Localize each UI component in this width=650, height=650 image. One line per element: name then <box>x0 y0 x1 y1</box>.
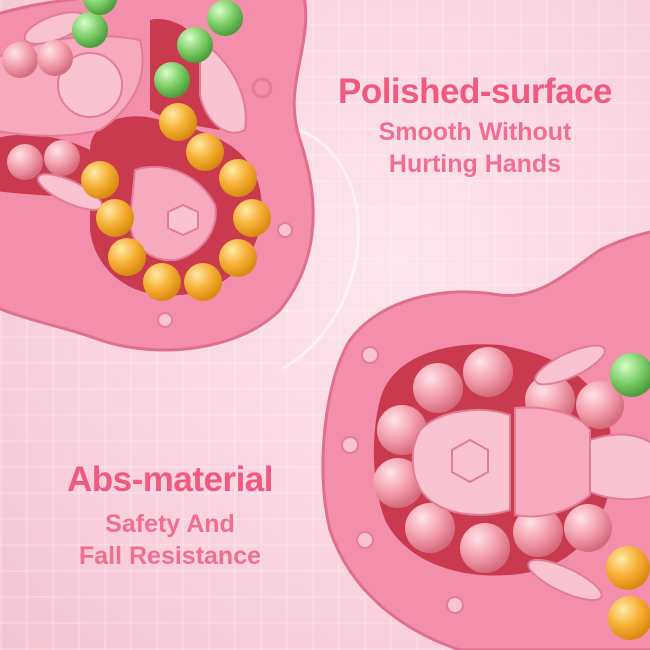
top-toy-svg <box>0 0 315 352</box>
caption-line: Fall Resistance <box>78 542 262 570</box>
caption-headline: Abs-material <box>66 460 274 499</box>
caption-abs-material: Abs-material Safety And Fall Resistance <box>40 460 300 572</box>
caption-line: Smooth Without <box>378 118 572 146</box>
top-toy-illustration <box>0 0 340 360</box>
caption-line: Safety And <box>105 510 235 538</box>
bottom-toy-svg <box>321 230 650 650</box>
caption-line: Hurting Hands <box>388 150 562 178</box>
caption-headline: Polished-surface <box>337 72 613 111</box>
bottom-toy-illustration <box>310 230 650 650</box>
caption-polished-surface: Polished-surface Smooth Without Hurting … <box>320 72 630 180</box>
